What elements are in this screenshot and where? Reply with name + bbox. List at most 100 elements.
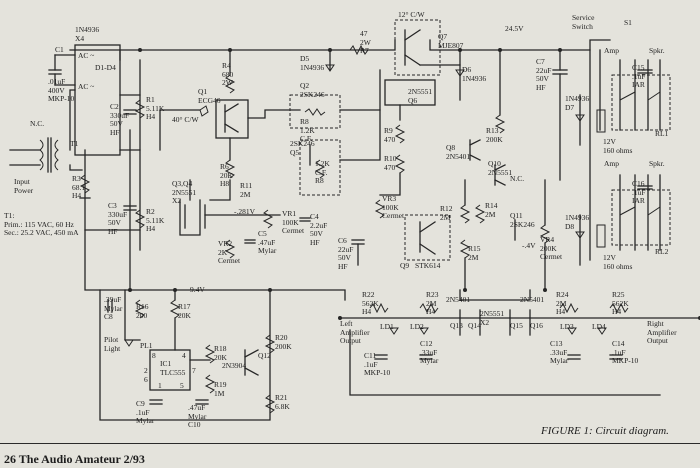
r9-label: R9 470 <box>384 126 396 144</box>
q2-label: Q2 2SK246 <box>300 81 325 99</box>
x4-label: 1N4936 X4 <box>75 25 100 43</box>
vr2-label: VR2 2K Cermet <box>218 239 241 265</box>
rl1-label: RL1 <box>655 129 669 138</box>
q12-label: Q12 <box>258 351 271 360</box>
q6-label: 2N5551 Q6 <box>408 87 433 105</box>
d6-label: D6 1N4936 <box>462 65 487 83</box>
c5-label: C5 .47uF Mylar <box>258 229 277 255</box>
vr3-label: VR3 100K Cermet <box>382 194 405 220</box>
q14-label: Q14 <box>468 321 481 330</box>
r10-label: R10 470 <box>384 154 397 172</box>
r23-label: R23 2M H4 <box>426 290 439 316</box>
ac2-label: AC ~ <box>78 82 95 91</box>
rl2-label: RL2 <box>655 247 669 256</box>
ld2-label: LD2 <box>410 322 424 331</box>
left-output-label: Left Amplifier Output <box>340 319 370 345</box>
c13-label: C13 .33uF Mylar <box>550 339 569 365</box>
r7-label: 47 2W R7 <box>360 29 371 55</box>
ic1-pin7-label: 7 <box>192 366 196 375</box>
ic1-pin1-label: 1 <box>158 381 162 390</box>
stk614-label: STK614 <box>415 261 441 270</box>
ld1-label: LD1 <box>380 322 394 331</box>
q7-label: Q7 MJE807 <box>438 32 464 50</box>
spkr2-label: Spkr. <box>649 159 665 168</box>
r1-label: R1 5.11K H4 <box>146 95 165 121</box>
r18-label: R18 20K <box>214 344 227 362</box>
ic1-pin2-label: 2 <box>144 366 148 375</box>
q3q4-label: Q3,Q4 2N5551 X2 <box>172 179 197 205</box>
c7-label: C7 22uF 50V HF <box>536 57 552 92</box>
ic1-pin4-label: 4 <box>182 351 186 360</box>
ld3-label: LD3 <box>560 322 574 331</box>
c9-label: C9 .1uF Mylar <box>136 399 155 425</box>
q10-nc-label: N.C. <box>510 174 525 183</box>
c10-label: .47uF Mylar C10 <box>188 403 207 429</box>
input-power-label: Input Power <box>14 177 34 195</box>
c15-label: C15 .1uF IAR <box>632 63 646 89</box>
pilot-light-label: Pilot Light <box>104 335 121 353</box>
r24-label: R24 2M H4 <box>556 290 569 316</box>
d8-label: 1N4936 D8 <box>565 213 590 231</box>
q16-label: Q16 <box>530 321 543 330</box>
c12-label: C12 .33uF Mylar <box>420 339 439 365</box>
ic1-pin5-label: 5 <box>180 381 184 390</box>
r16-label: R16 200 <box>136 302 149 320</box>
r2-label: R2 5.11K H4 <box>146 207 165 233</box>
amp1-label: Amp <box>604 46 619 55</box>
q14-type-label: 2N5551 X2 <box>480 309 505 327</box>
voltage-04-label: -.4V <box>522 241 536 250</box>
r8b-label: 1.2K C.F. R8 <box>315 159 330 185</box>
q5-label: 2SK246 Q5 <box>290 139 315 157</box>
page-footer: 26 The Audio Amateur 2/93 <box>4 452 145 466</box>
c14-label: C14 .1uF MKP-10 <box>612 339 639 365</box>
q13-type-label: 2N5401 <box>446 295 471 304</box>
c6-label: C6 22uF 50V HF <box>338 236 354 271</box>
r8-label: R8 1.2K C.F. <box>300 117 315 143</box>
figure-caption: FIGURE 1: Circuit diagram. <box>541 425 669 437</box>
voltage-94-label: 9.4V <box>190 285 205 294</box>
ic1-pin8-label: 8 <box>152 351 156 360</box>
q1-label: Q1 ECG46 <box>198 87 221 105</box>
q12-type-label: 2N3904 <box>222 361 247 370</box>
r12-label: R12 2M <box>440 204 453 222</box>
relay2-spec-label: 12V 160 ohms <box>603 253 633 271</box>
r3-label: R3 68.1 H4 <box>72 174 86 200</box>
ld4-label: LD4 <box>592 322 606 331</box>
c2-label: C2 330uF 50V HF <box>110 102 130 137</box>
transformer-nc-label: N.C. <box>30 119 45 128</box>
q1-heatsink-label: 40° C/W <box>172 115 199 124</box>
right-output-label: Right Amplifier Output <box>647 319 677 345</box>
c1-label: C1 <box>55 45 64 54</box>
spkr1-label: Spkr. <box>649 46 665 55</box>
ic1-label: IC1 TLC555 <box>160 359 186 377</box>
voltage-281-label: -.281V <box>234 207 256 216</box>
q15-label: Q15 <box>510 321 523 330</box>
c11-label: C11 .1uF MKP-10 <box>364 351 391 377</box>
d5-label: D5 1N4936 <box>300 54 325 72</box>
q8-label: Q8 2N5401 <box>446 143 471 161</box>
t1-spec-label: T1: Prim.: 115 VAC, 60 Hz Sec.: 25.2 VAC… <box>4 211 79 237</box>
bridge-label: D1-D4 <box>95 63 116 72</box>
vr4-label: VR4 200K Cermet <box>540 235 563 261</box>
r15-label: R15 2M <box>468 244 481 262</box>
s1-label: S1 <box>624 18 632 27</box>
ac1-label: AC ~ <box>78 51 95 60</box>
ic1-pin6-label: 6 <box>144 375 148 384</box>
rail-voltage-label: 24.5V <box>505 24 524 33</box>
c1-value-label: .01uF 400V MKP-10 <box>48 77 75 103</box>
r6-label: R6 20K H8 <box>220 162 233 188</box>
amp2-label: Amp <box>604 159 619 168</box>
r20-label: R20 200K <box>275 333 292 351</box>
c3-label: C3 330uF 50V HF <box>108 201 128 236</box>
d7-label: 1N4936 D7 <box>565 94 590 112</box>
r19-label: R19 1M <box>214 380 227 398</box>
r21-label: R21 6.8K <box>275 393 290 411</box>
pl1-label: PL1 <box>140 341 153 350</box>
c4-label: C4 2.2uF 50V HF <box>310 212 328 247</box>
c16-label: C16 .1uF IAR <box>632 179 646 205</box>
r13-label: R13 200K <box>486 126 503 144</box>
r25-label: R25 562K H4 <box>612 290 629 316</box>
r11-label: R11 2M <box>240 181 253 199</box>
q10-label: Q10 2N5551 <box>488 159 513 177</box>
